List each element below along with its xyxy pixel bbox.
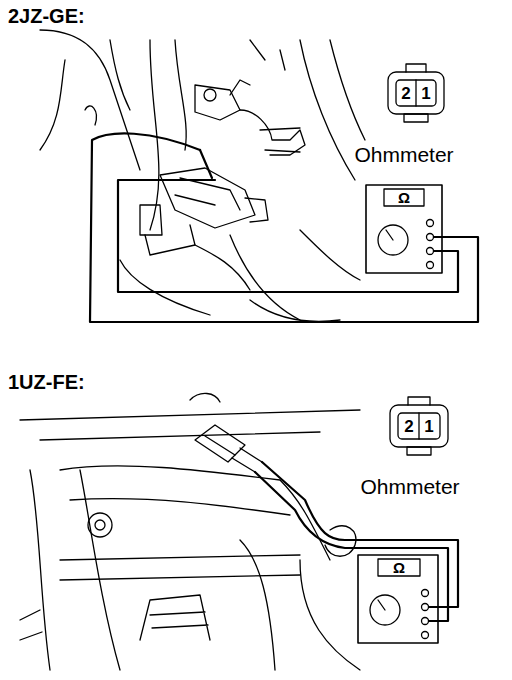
ohmmeter-symbol bbox=[366, 185, 442, 273]
pin-number: 2 bbox=[401, 85, 410, 102]
connector-icon bbox=[388, 64, 444, 122]
pin-number: 1 bbox=[424, 418, 433, 435]
pin-number: 1 bbox=[421, 85, 430, 102]
instrument-label: Ohmmeter bbox=[360, 476, 459, 497]
sensor-connector bbox=[195, 425, 262, 472]
meter-unit: Ω bbox=[393, 560, 405, 575]
pin-number: 2 bbox=[404, 418, 413, 435]
ohmmeter-symbol bbox=[358, 555, 438, 643]
section-heading: 1UZ-FE: bbox=[8, 372, 85, 392]
meter-unit: Ω bbox=[398, 190, 410, 205]
connector-icon bbox=[390, 397, 448, 455]
section-heading: 2JZ-GE: bbox=[8, 6, 85, 26]
instrument-label: Ohmmeter bbox=[354, 144, 453, 165]
test-lead bbox=[90, 133, 478, 322]
engine-sketch-top bbox=[40, 30, 365, 321]
